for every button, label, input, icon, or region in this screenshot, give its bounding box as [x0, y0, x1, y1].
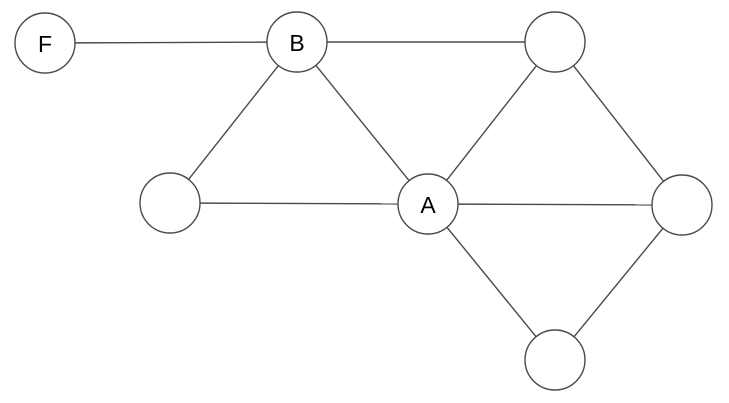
node-layer: F B A	[14, 11, 713, 391]
graph-node[interactable]	[524, 329, 586, 391]
graph-node[interactable]	[651, 174, 713, 236]
graph-node-circle[interactable]	[524, 329, 586, 391]
graph-edge	[74, 41, 268, 44]
graph-edge	[445, 65, 538, 181]
graph-node-circle[interactable]	[524, 11, 586, 73]
graph-edge	[457, 203, 653, 206]
graph-edge	[188, 65, 279, 180]
graph-node[interactable]: B	[266, 11, 328, 73]
graph-node[interactable]	[139, 172, 201, 234]
graph-edge	[446, 226, 537, 338]
graph-edge	[315, 64, 410, 182]
graph-edge	[199, 202, 399, 205]
graph-node-circle[interactable]	[139, 172, 201, 234]
edge-layer	[74, 41, 665, 338]
graph-node-circle[interactable]	[14, 12, 76, 74]
graph-node-circle[interactable]	[266, 11, 328, 73]
graph-node-circle[interactable]	[397, 173, 459, 235]
graph-edge	[573, 227, 664, 338]
graph-edge	[572, 65, 665, 182]
graph-node-circle[interactable]	[651, 174, 713, 236]
graph-node[interactable]: F	[14, 12, 76, 74]
graph-node[interactable]	[524, 11, 586, 73]
graph-node[interactable]: A	[397, 173, 459, 235]
